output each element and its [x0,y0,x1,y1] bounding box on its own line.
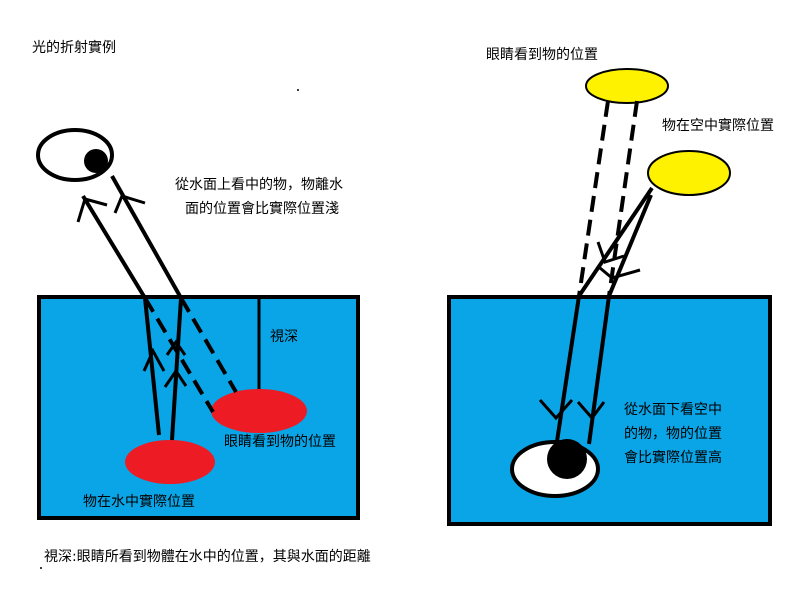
ray-water-right-1 [554,295,581,449]
ray-in-air-1 [81,194,147,300]
left-caption-line-2: 面的位置會比實際位置淺 [185,201,339,217]
left-actual-label: 物在水中實際位置 [83,494,195,510]
right-water-tank [447,295,772,526]
left-caption: 從水面上看中的物，物離水 面的位置會比實際位置淺 [175,173,375,221]
right-caption-line-3: 會比實際位置高 [624,450,722,466]
arrowhead-air-1 [76,197,108,223]
apparent-object-in-water [211,389,307,433]
stray-dot-2 [40,567,42,569]
footnote: 視深:眼睛所看到物體在水中的位置，其與水面的距離 [44,549,371,565]
diagram-title: 光的折射實例 [32,40,116,56]
apparent-object-in-air [585,68,669,104]
arrowhead-water-3 [165,339,187,356]
right-apparent-label: 眼睛看到物的位置 [486,47,598,63]
arrowhead-water-2 [163,368,188,388]
right-caption-line-2: 的物，物的位置 [624,426,722,442]
ray-in-water-1 [143,297,161,436]
arrowhead-right-water-1 [538,399,574,421]
left-caption-line-1: 從水面上看中的物，物離水 [175,177,343,193]
ray-air-right-2 [607,194,653,297]
ray-air-right-1 [577,186,654,298]
right-eye-pupil [547,439,587,479]
actual-object-in-air [647,150,731,196]
ray-in-water-2 [170,297,183,441]
arrowhead-right-water-2 [576,401,606,421]
dashed-extension-right-2 [607,100,639,297]
ray-in-air-2 [110,175,183,299]
depth-label: 視深 [270,329,298,345]
right-caption-line-1: 從水面下看空中 [624,402,722,418]
arrowhead-right-air-2 [599,266,641,280]
right-caption: 從水面下看空中 的物，物的位置 會比實際位置高 [624,398,754,470]
arrowhead-air-2 [113,194,146,214]
stray-dot-1 [297,89,299,91]
actual-object-in-water [125,440,215,484]
dashed-extension-right-1 [577,100,610,297]
dashed-extension-2 [179,296,238,394]
left-eye-pupil [84,149,108,173]
dashed-extension-1 [143,296,215,414]
arrowhead-right-air-1 [596,241,625,264]
right-actual-label: 物在空中實際位置 [662,118,774,134]
arrowhead-water-1 [142,347,166,372]
left-apparent-label: 眼睛看到物的位置 [224,434,336,450]
